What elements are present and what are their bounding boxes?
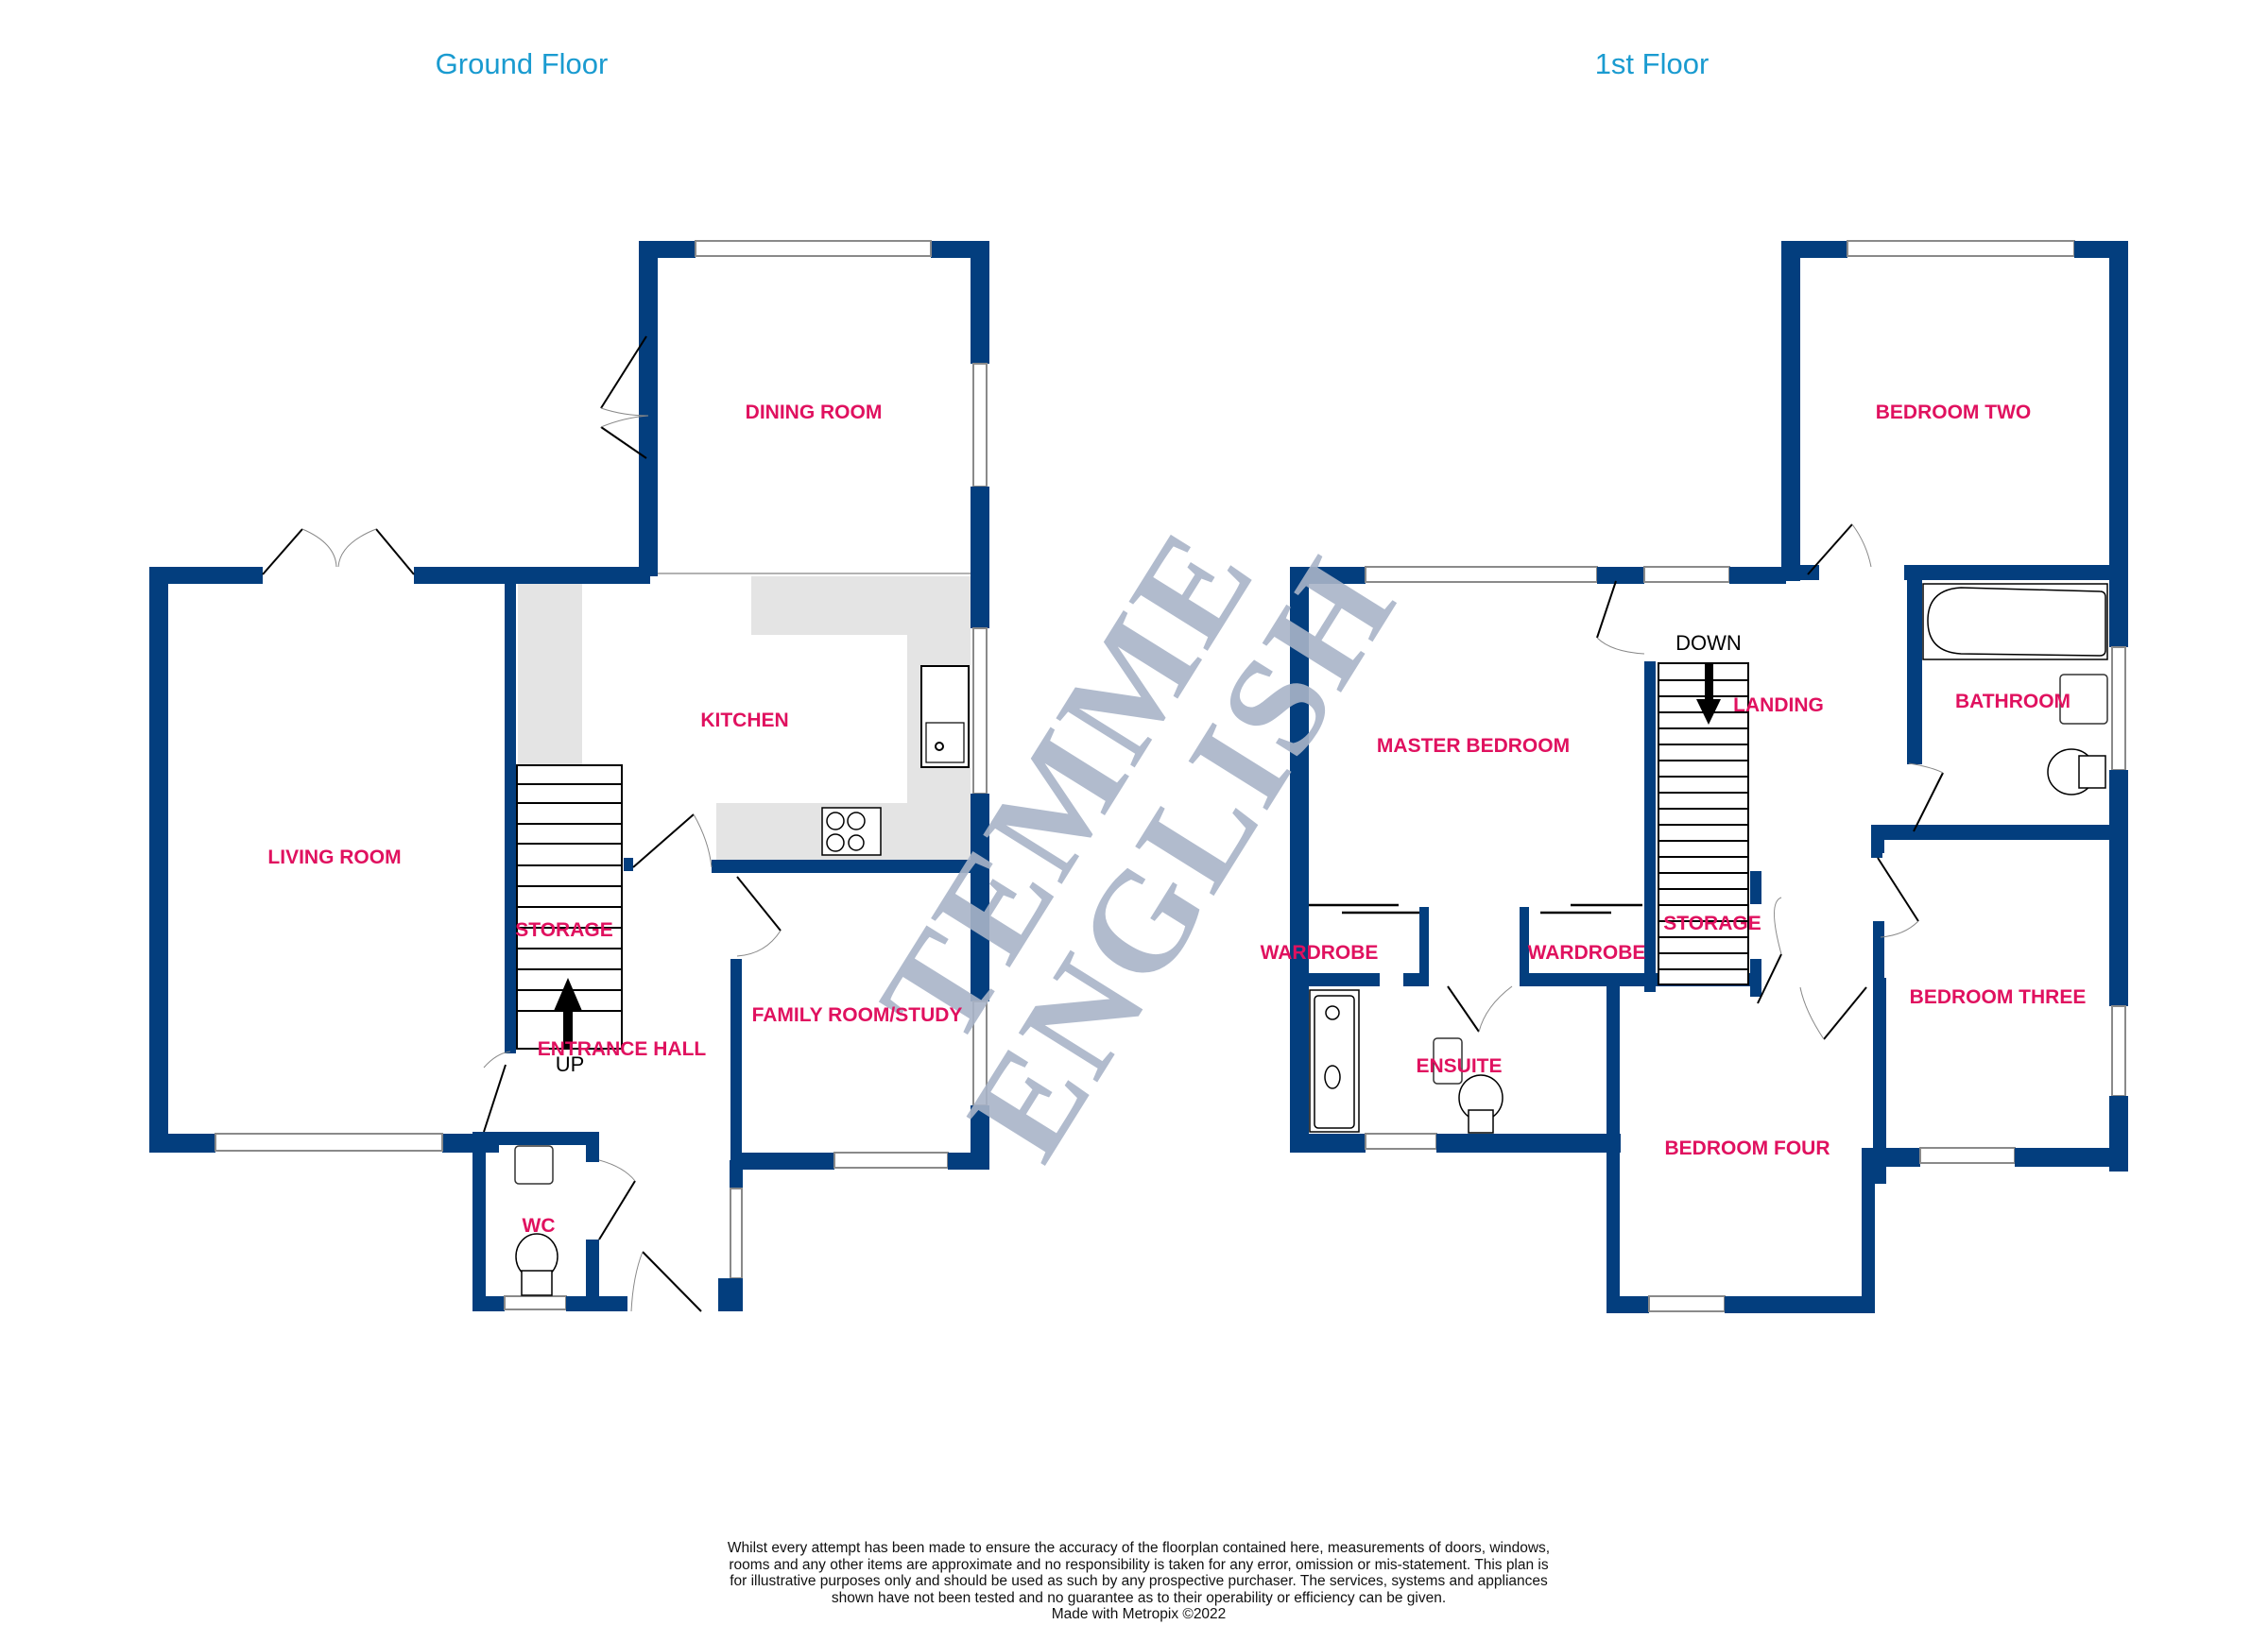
hob-icon	[821, 807, 882, 856]
staircase-first	[1658, 662, 1749, 985]
label-wardrobe-right: WARDROBE	[1527, 942, 1646, 964]
ground-floor-title: Ground Floor	[435, 47, 609, 80]
toilet-icon	[515, 1233, 558, 1296]
label-stairs-up: UP	[555, 1052, 585, 1076]
kitchen-sink-icon	[920, 665, 970, 768]
label-bedroom-two: BEDROOM TWO	[1875, 402, 2032, 423]
label-wc: WC	[522, 1215, 556, 1237]
label-master-bedroom: MASTER BEDROOM	[1376, 735, 1571, 757]
metropix-credit: Made with Metropix ©2022	[1051, 1606, 1227, 1622]
label-storage-first: STORAGE	[1663, 913, 1761, 934]
disclaimer: Whilst every attempt has been made to en…	[723, 1540, 1555, 1623]
first-floor-title: 1st Floor	[1594, 47, 1710, 80]
bathroom-basin-icon	[2059, 674, 2108, 725]
bath-icon	[1922, 583, 2108, 660]
up-arrow-icon	[554, 978, 582, 1049]
ensuite-toilet-icon	[1458, 1074, 1503, 1134]
disclaimer-text: Whilst every attempt has been made to en…	[727, 1540, 1551, 1606]
doors-ground	[262, 335, 782, 1312]
label-bedroom-four: BEDROOM FOUR	[1664, 1137, 1830, 1159]
wardrobe-doors	[1309, 903, 1642, 915]
wc-basin-icon	[514, 1145, 554, 1185]
ensuite-basin-icon	[1433, 1037, 1463, 1085]
bathroom-toilet-icon	[2047, 748, 2106, 795]
label-family-room: FAMILY ROOM/STUDY	[751, 1004, 963, 1026]
doors-first	[1447, 523, 1944, 1040]
label-stairs-down: DOWN	[1675, 631, 1742, 655]
ground-floor-plan	[149, 240, 989, 1312]
shower-icon	[1309, 989, 1360, 1133]
label-storage-ground: STORAGE	[515, 919, 613, 941]
first-floor-plan	[1290, 240, 2128, 1313]
label-kitchen: KITCHEN	[700, 710, 789, 731]
label-landing: LANDING	[1733, 694, 1824, 716]
down-arrow-icon	[1696, 663, 1721, 725]
label-bedroom-three: BEDROOM THREE	[1909, 986, 2087, 1008]
label-living-room: LIVING ROOM	[267, 847, 402, 868]
label-ensuite: ENSUITE	[1416, 1055, 1503, 1077]
label-bathroom: BATHROOM	[1954, 691, 2071, 712]
label-dining-room: DINING ROOM	[745, 402, 883, 423]
label-wardrobe-left: WARDROBE	[1260, 942, 1379, 964]
label-entrance-hall: ENTRANCE HALL	[537, 1038, 707, 1060]
